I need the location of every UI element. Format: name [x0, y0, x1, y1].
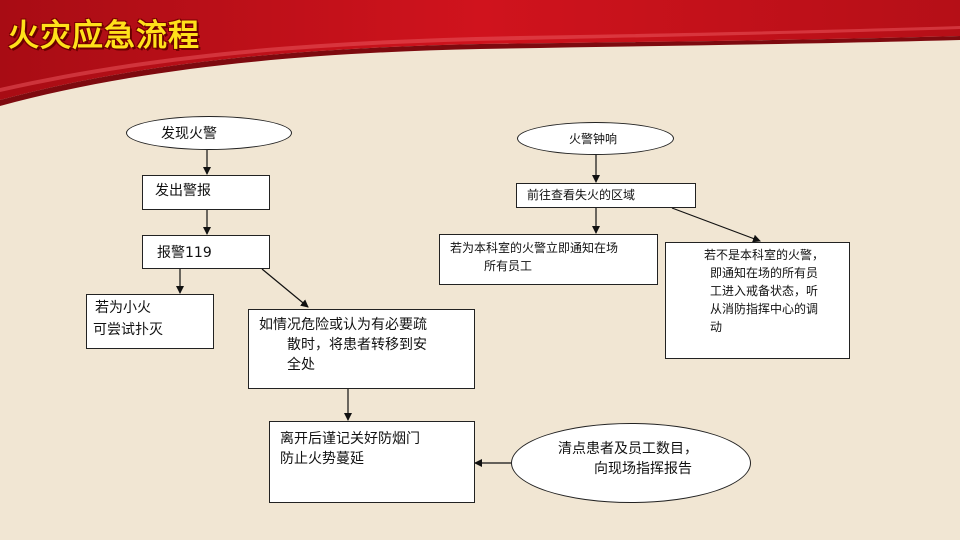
- headcount-report-node: 清点患者及员工数目， 向现场指挥报告: [511, 423, 751, 503]
- sound-alarm-box: 发出警报: [142, 175, 270, 210]
- discover-fire-label: 发现火警: [161, 126, 217, 142]
- small-fire-box: 若为小火 可尝试扑灭: [86, 294, 214, 349]
- headcount-report-line-1: 清点患者及员工数目，: [558, 441, 698, 457]
- check-fire-area-box: 前往查看失火的区域: [516, 183, 696, 208]
- page-title: 火灾应急流程: [8, 18, 200, 54]
- other-department-line-4: 从消防指挥中心的调: [710, 302, 819, 316]
- sound-alarm-label: 发出警报: [155, 183, 211, 199]
- header-banner: [0, 0, 960, 106]
- banner-light-stripe: [0, 26, 960, 92]
- small-fire-line-1: 若为小火: [95, 300, 151, 316]
- evacuate-box: 如情况危险或认为有必要疏 散时，将患者转移到安 全处: [248, 309, 475, 389]
- evacuate-line-3: 全处: [287, 357, 315, 373]
- other-department-line-2: 即通知在场的所有员: [710, 266, 819, 280]
- own-department-line-1: 若为本科室的火警立即通知在场: [450, 241, 619, 255]
- headcount-report-line-2: 向现场指挥报告: [594, 461, 692, 477]
- other-department-line-5: 动: [710, 320, 723, 334]
- close-smoke-door-line-1: 离开后谨记关好防烟门: [280, 431, 420, 447]
- own-department-line-2: 所有员工: [484, 259, 533, 273]
- evacuate-line-2: 散时，将患者转移到安: [287, 337, 427, 353]
- call-119-label: 报警119: [157, 245, 212, 261]
- close-smoke-door-box: 离开后谨记关好防烟门 防止火势蔓延: [269, 421, 475, 503]
- close-smoke-door-line-2: 防止火势蔓延: [280, 451, 364, 467]
- alarm-bell-node: 火警钟响: [517, 122, 674, 155]
- banner-red-band: [0, 0, 960, 100]
- arrow-call-to-evacuate: [261, 268, 309, 308]
- check-fire-area-label: 前往查看失火的区域: [527, 188, 636, 202]
- small-fire-line-2: 可尝试扑灭: [93, 322, 163, 338]
- alarm-bell-label: 火警钟响: [569, 132, 618, 146]
- other-department-line-1: 若不是本科室的火警，: [704, 248, 825, 262]
- other-department-line-3: 工进入戒备状态，听: [710, 284, 819, 298]
- call-119-box: 报警119: [142, 235, 270, 269]
- arrow-check-to-other-dept: [671, 207, 761, 243]
- discover-fire-node: 发现火警: [126, 116, 292, 150]
- own-department-box: 若为本科室的火警立即通知在场 所有员工: [439, 234, 658, 285]
- evacuate-line-1: 如情况危险或认为有必要疏: [259, 317, 427, 333]
- other-department-box: 若不是本科室的火警， 即通知在场的所有员 工进入戒备状态，听 从消防指挥中心的调…: [665, 242, 850, 359]
